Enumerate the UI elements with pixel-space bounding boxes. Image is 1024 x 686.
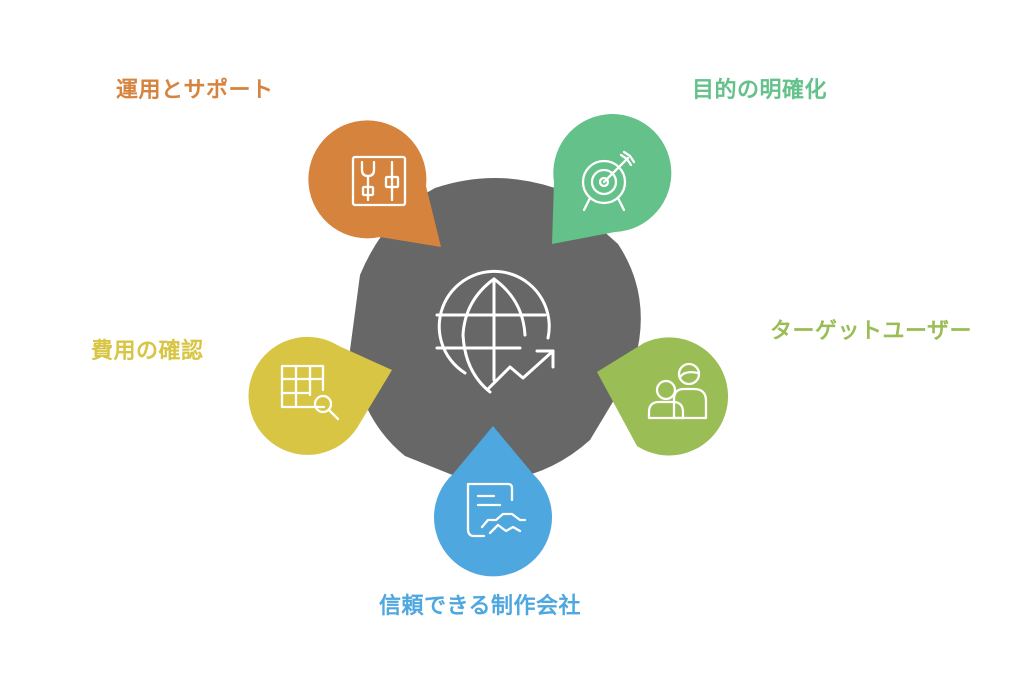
node-partner-shape: [433, 426, 553, 577]
label-target: ターゲットユーザー: [770, 319, 973, 344]
node-support: [308, 120, 441, 247]
node-target: [597, 337, 729, 456]
tools-icon: [351, 155, 407, 207]
spreadsheet-search-icon: [280, 364, 340, 421]
node-partner: [433, 426, 553, 577]
target-icon: [581, 150, 636, 212]
node-cost: [248, 336, 392, 455]
globe-growth-icon: [435, 269, 555, 394]
users-icon: [647, 362, 708, 420]
label-support: 運用とサポート: [116, 78, 274, 103]
node-purpose-shape: [552, 114, 672, 245]
label-partner: 信頼できる制作会社: [379, 594, 582, 619]
label-purpose: 目的の明確化: [692, 78, 828, 103]
node-purpose: [552, 114, 672, 245]
contract-handshake-icon: [466, 482, 527, 538]
node-support-shape: [308, 120, 441, 247]
label-cost: 費用の確認: [91, 339, 204, 364]
